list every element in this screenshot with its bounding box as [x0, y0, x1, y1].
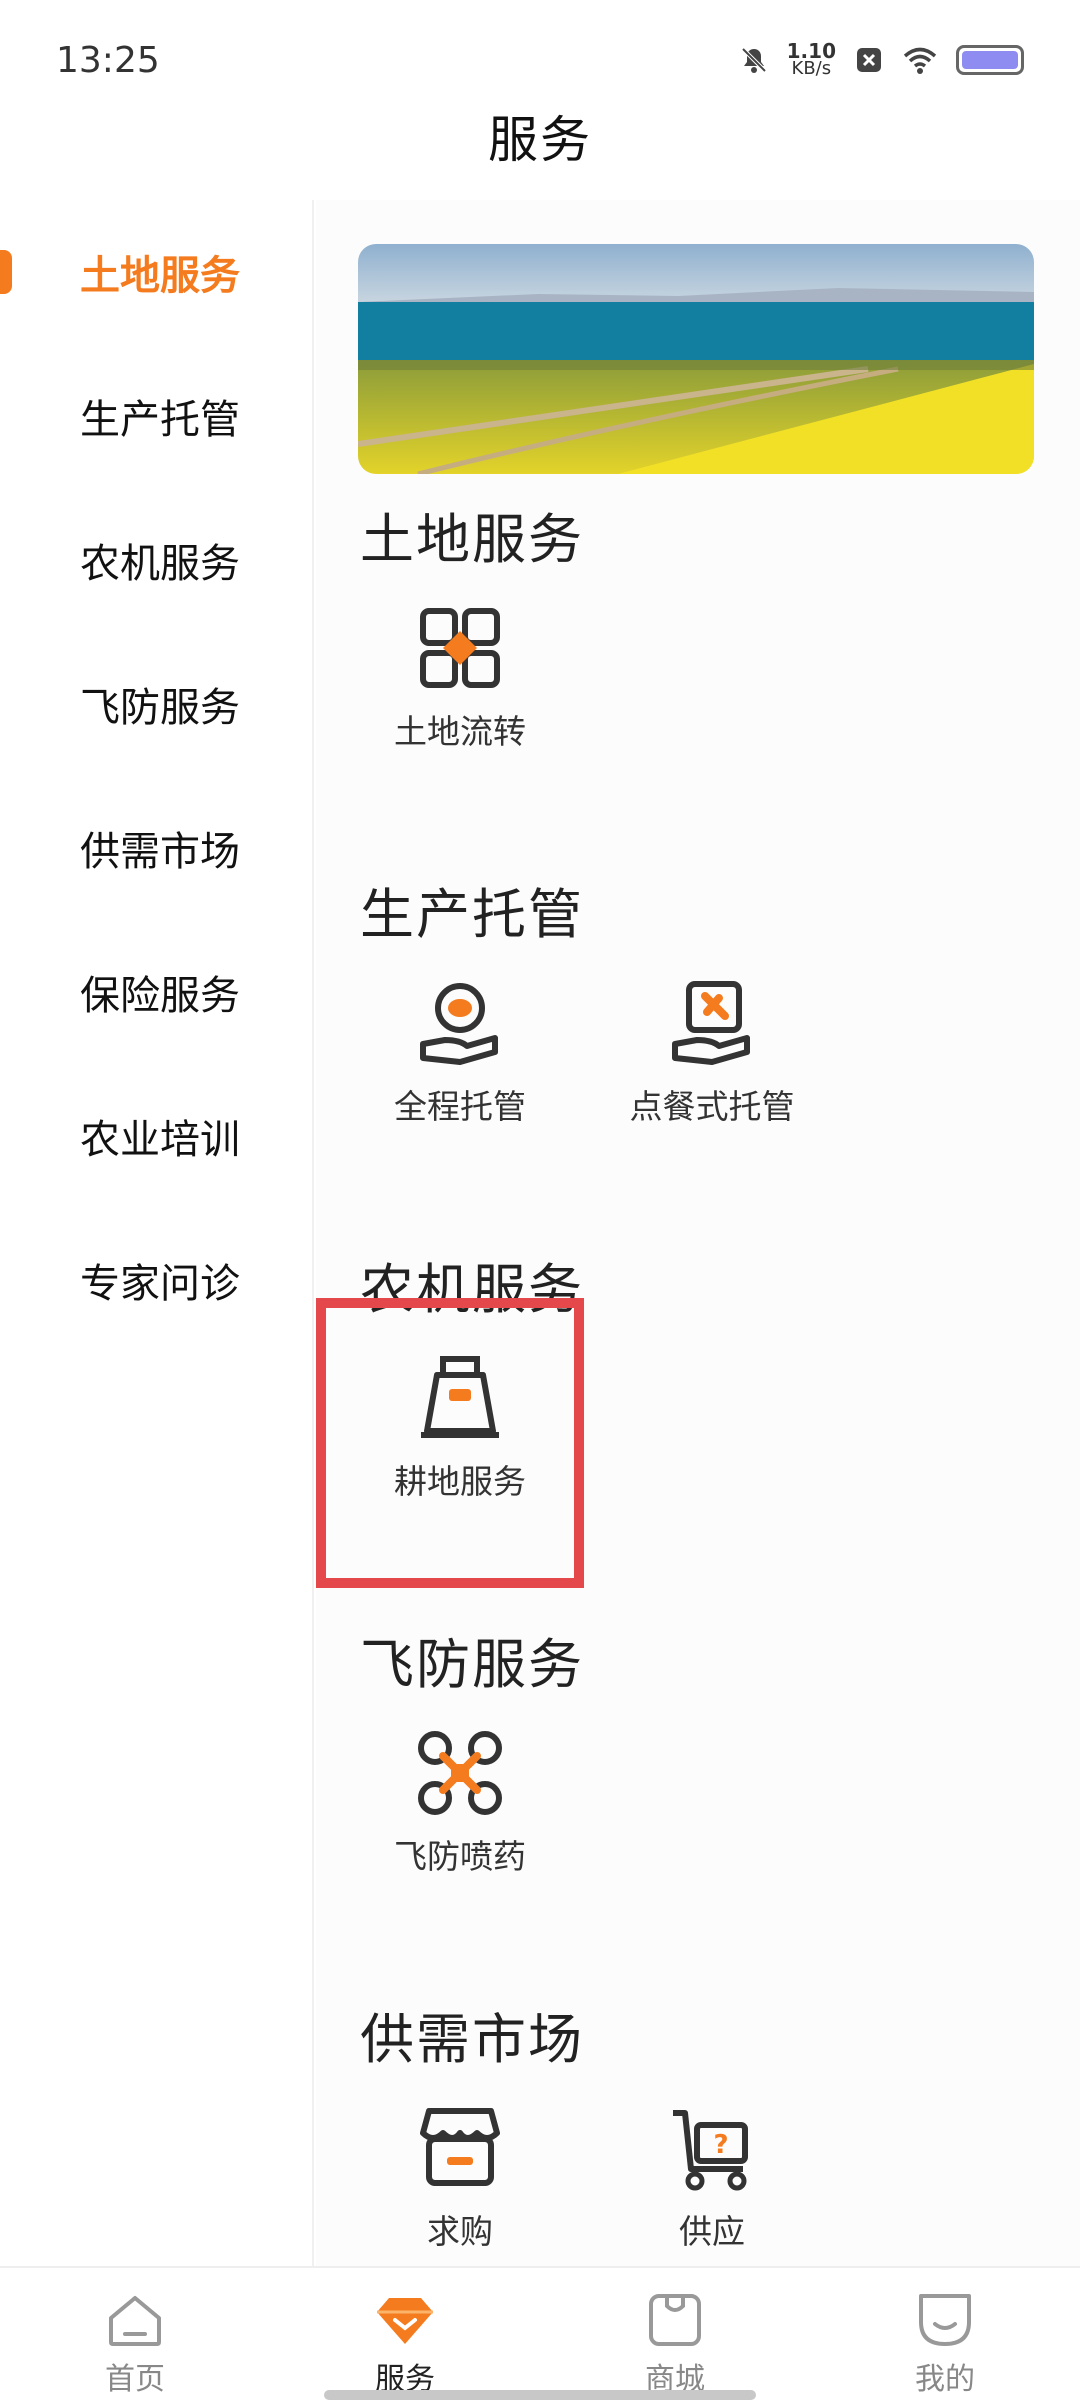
section-title: 土地服务: [360, 508, 584, 571]
tile-label: 耕地服务: [394, 1462, 526, 1501]
sidebar-item-label: 农机服务: [80, 541, 240, 587]
tile-full-trusteeship[interactable]: 全程托管: [360, 978, 612, 1128]
wifi-icon: [903, 47, 937, 74]
tile-plowing-service[interactable]: 耕地服务: [360, 1353, 612, 1503]
net-speed: 1.10 KB/s: [786, 39, 836, 79]
tile-supply[interactable]: ? 供应: [612, 2103, 864, 2253]
sidebar-item-land-service[interactable]: 土地服务: [0, 200, 312, 344]
battery-fill: [962, 51, 1018, 69]
drone-icon: [418, 1731, 502, 1815]
tile-aerial-spraying[interactable]: 飞防喷药: [360, 1728, 612, 1878]
service-content[interactable]: 土地服务 土地流转 生产托管: [316, 200, 1080, 2270]
sidebar-item-label: 飞防服务: [80, 685, 240, 731]
section-aerial-spraying: 飞防服务 飞防喷药: [360, 1630, 1060, 1878]
profile-icon: [919, 2294, 971, 2346]
tile-label: 求购: [427, 2212, 493, 2251]
sidebar-item-label: 农业培训: [80, 1117, 240, 1163]
nav-service[interactable]: 服务: [270, 2268, 540, 2408]
sidebar-item-training[interactable]: 农业培训: [0, 1064, 312, 1208]
status-bar: 13:25 1.10 KB/s: [0, 0, 1080, 120]
net-speed-unit: KB/s: [791, 58, 832, 79]
tile-label: 飞防喷药: [394, 1837, 526, 1876]
land-transfer-icon: [420, 608, 500, 688]
sidebar-item-label: 土地服务: [80, 253, 240, 299]
sidebar-item-label: 生产托管: [80, 397, 240, 443]
tile-purchase-request[interactable]: 求购: [360, 2103, 612, 2253]
sidebar-item-supply-demand[interactable]: 供需市场: [0, 776, 312, 920]
cart-icon: ?: [673, 2110, 748, 2191]
tile-label: 全程托管: [394, 1087, 526, 1126]
home-icon: [109, 2296, 161, 2346]
sidebar-item-expert[interactable]: 专家问诊: [0, 1208, 312, 1352]
order-trusteeship-icon: [672, 981, 750, 1065]
sidebar: 土地服务 生产托管 农机服务 飞防服务 供需市场 保险服务 农业培训 专家问诊: [0, 200, 314, 2270]
sidebar-item-label: 专家问诊: [80, 1261, 240, 1307]
nav-home[interactable]: 首页: [0, 2268, 270, 2408]
sidebar-item-aerial-spraying[interactable]: 飞防服务: [0, 632, 312, 776]
section-title: 生产托管: [360, 883, 584, 946]
section-supply-demand: 供需市场 求购 ?: [360, 2005, 1060, 2253]
page-title: 服务: [488, 111, 592, 169]
sidebar-item-machinery-service[interactable]: 农机服务: [0, 488, 312, 632]
svg-text:?: ?: [713, 2130, 728, 2160]
section-production-trusteeship: 生产托管 全程托管: [360, 880, 1060, 1128]
full-trusteeship-icon: [420, 983, 498, 1065]
bottom-nav: 首页 服务 商城 我的: [0, 2266, 1080, 2408]
battery-icon: [956, 45, 1024, 75]
home-indicator[interactable]: [324, 2390, 756, 2400]
tile-label: 供应: [679, 2212, 745, 2251]
net-speed-value: 1.10: [786, 39, 836, 63]
sidebar-item-production-trusteeship[interactable]: 生产托管: [0, 344, 312, 488]
bell-muted-icon: [741, 47, 767, 73]
shop-bag-icon: [649, 2294, 701, 2346]
diamond-icon: [377, 2298, 433, 2344]
tile-order-trusteeship[interactable]: 点餐式托管: [612, 978, 864, 1128]
section-title: 农机服务: [360, 1258, 584, 1321]
section-title: 供需市场: [360, 2008, 584, 2071]
section-title: 飞防服务: [360, 1633, 584, 1696]
nav-profile[interactable]: 我的: [810, 2268, 1080, 2408]
tractor-icon: [421, 1356, 499, 1438]
status-time: 13:25: [56, 40, 160, 81]
close-box-icon: [857, 48, 881, 72]
tile-label: 点餐式托管: [629, 1087, 795, 1126]
nav-label: 首页: [105, 2362, 165, 2397]
store-icon: [420, 2108, 500, 2186]
tile-land-transfer[interactable]: 土地流转: [360, 603, 612, 753]
tile-label: 土地流转: [394, 712, 526, 751]
sidebar-item-insurance[interactable]: 保险服务: [0, 920, 312, 1064]
status-icons: 1.10 KB/s: [739, 39, 1024, 79]
header: 服务: [0, 100, 1080, 200]
section-land-service: 土地服务 土地流转: [360, 505, 1060, 753]
banner-image[interactable]: [358, 244, 1034, 474]
section-machinery-service: 农机服务 耕地服务: [360, 1255, 1060, 1503]
sidebar-item-label: 供需市场: [80, 829, 240, 875]
nav-label: 我的: [915, 2362, 975, 2397]
nav-mall[interactable]: 商城: [540, 2268, 810, 2408]
active-indicator: [0, 250, 12, 294]
sidebar-item-label: 保险服务: [80, 973, 240, 1019]
